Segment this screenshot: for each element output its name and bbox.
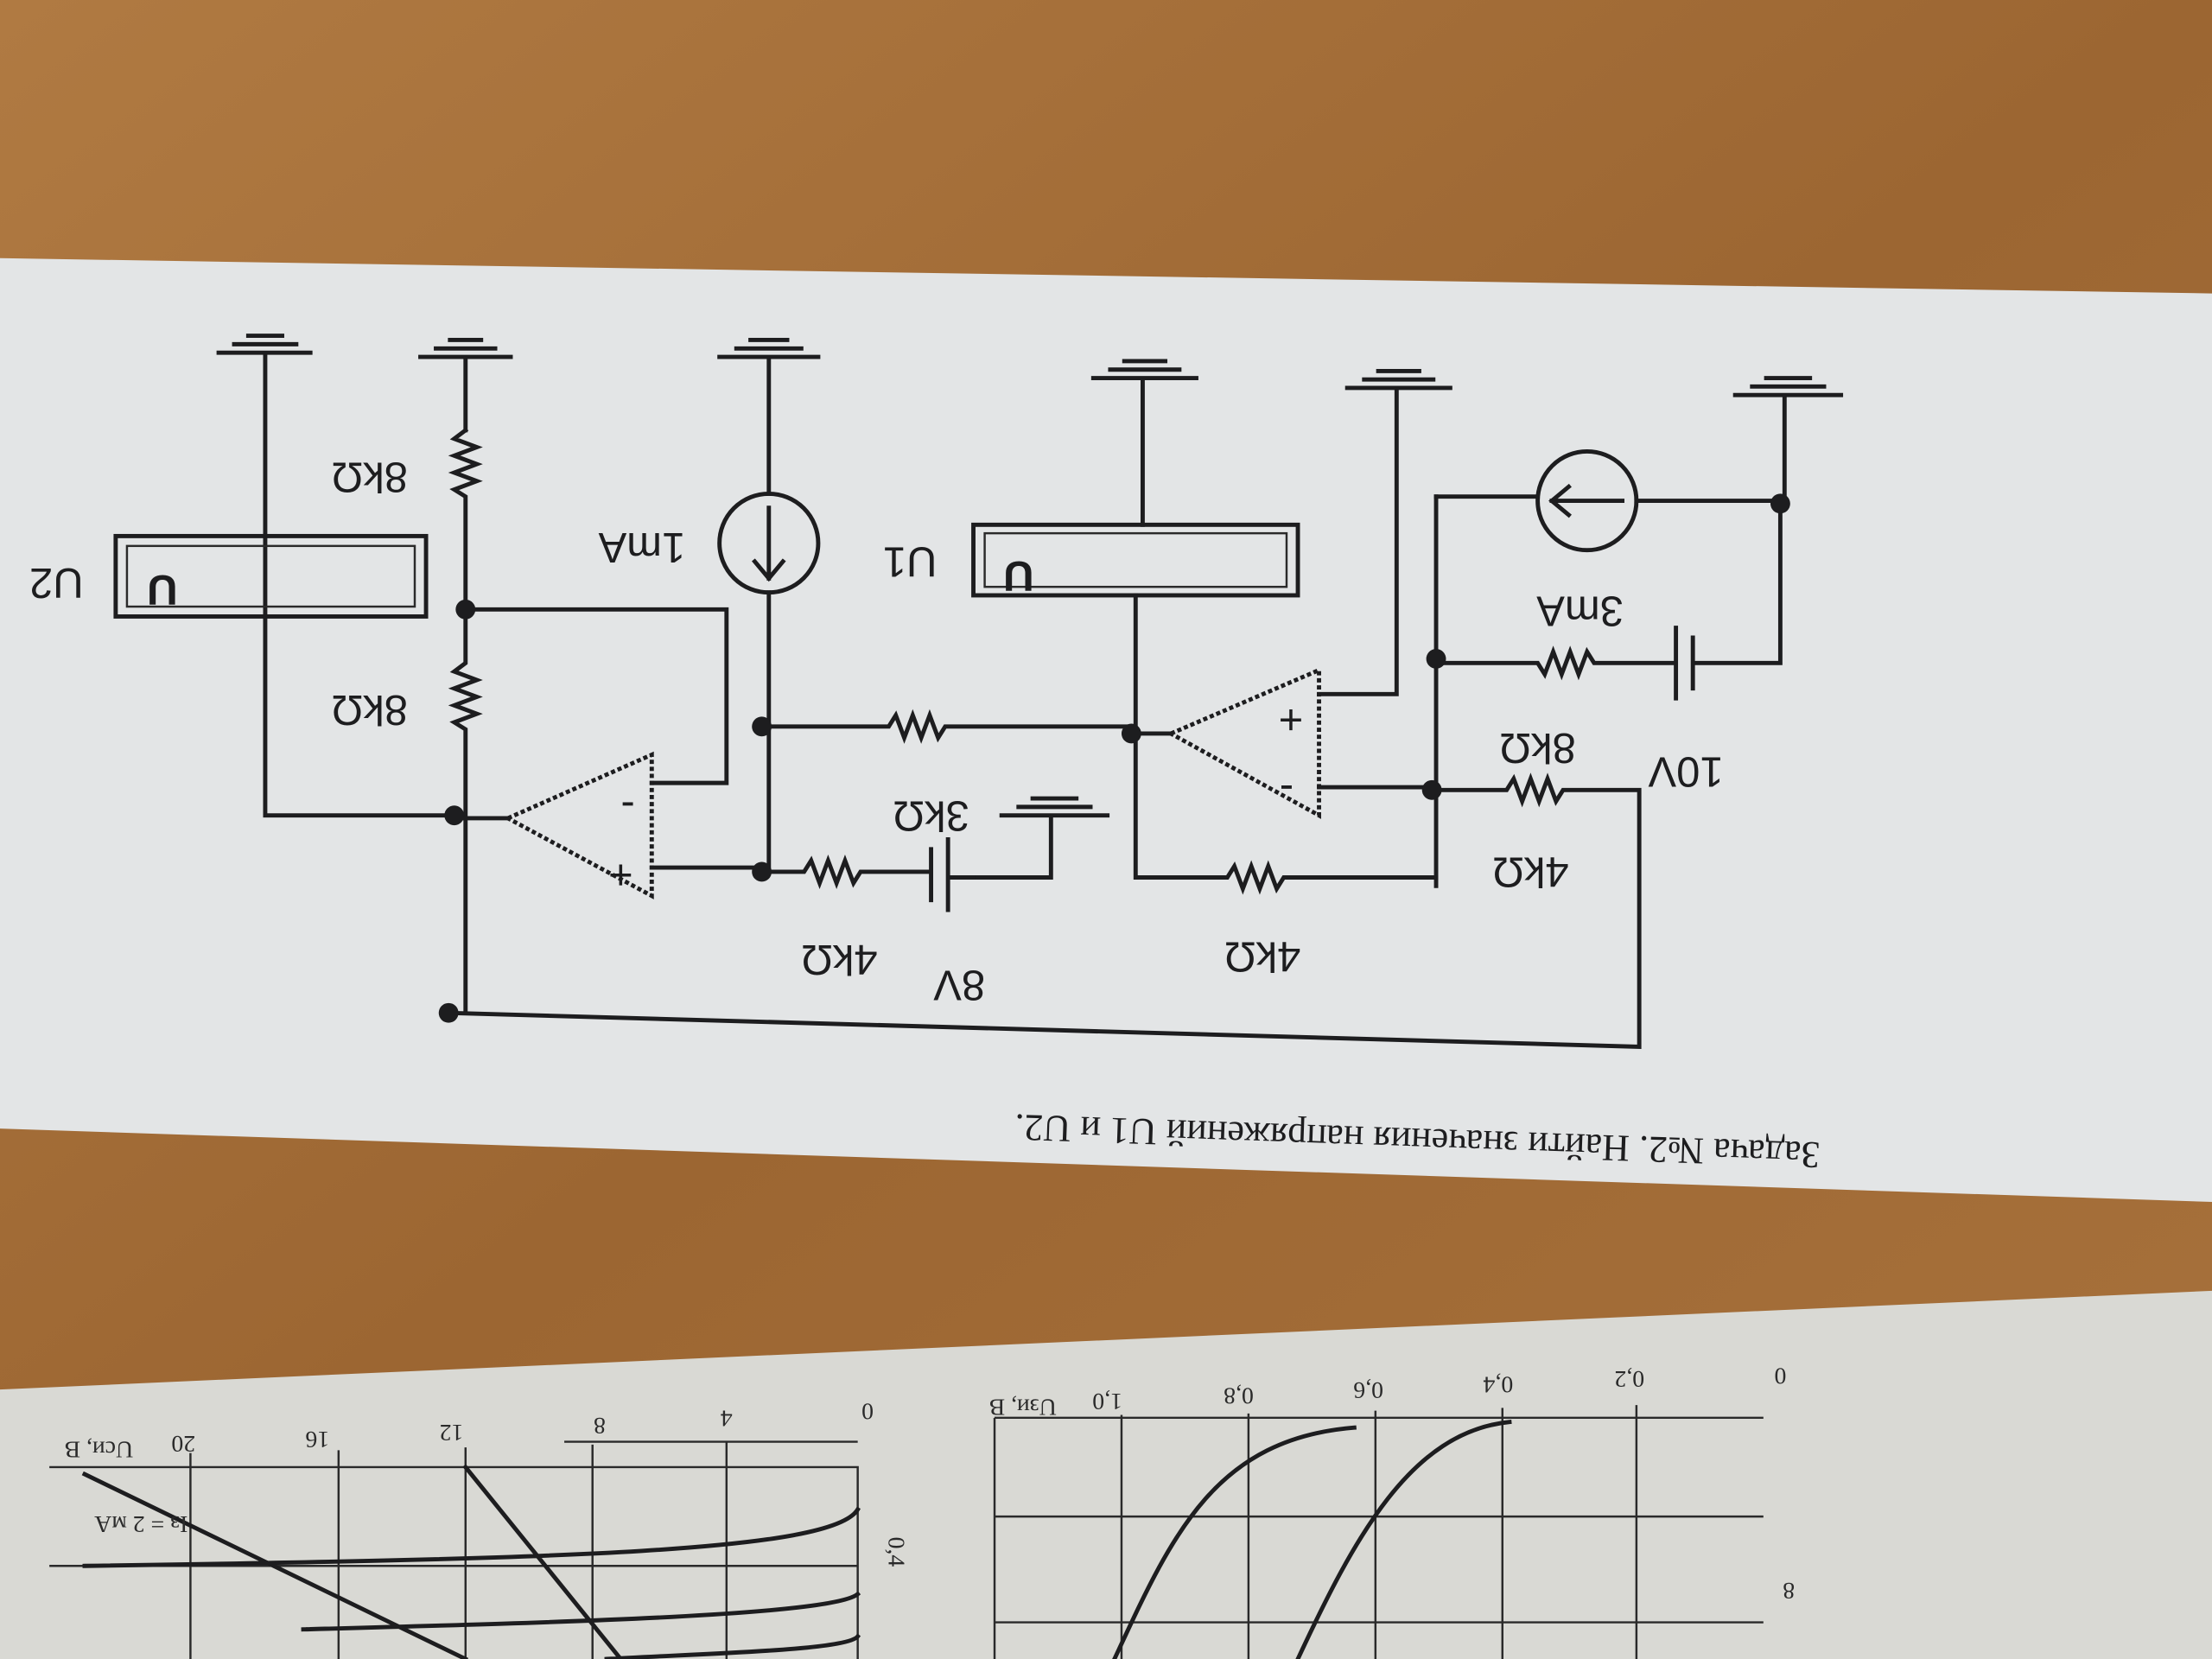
axis2-tick: 20 [171,1430,195,1457]
axis1-tick: 1,0 [1092,1388,1122,1414]
arrow-down-icon [752,505,786,582]
graph-fragment: 0 0,2 0,4 0,6 0,8 1,0 Uзи, B 0 4 8 12 16… [49,1363,1795,1659]
axis2-tick: 0 [861,1397,874,1424]
label-r-3k: 3kΩ [893,791,969,838]
opamp-1-plus: + [1279,696,1304,742]
opamp-1-minus: - [1280,766,1294,813]
axis2-tick: 16 [305,1426,329,1452]
label-8V: 8V [933,961,985,1007]
axis1-tick: 0,2 [1614,1365,1644,1392]
label-r-4k-left: 4kΩ [801,936,877,982]
arrow-left-icon [1548,483,1624,518]
junction-dots [438,493,1790,1023]
paper-sheet [0,257,2212,1203]
axis1-tick: 0,8 [1224,1382,1254,1409]
opamp-1 [1166,666,1321,819]
opamp-2-minus: - [620,784,634,830]
label-10V: 10V [1648,748,1723,795]
axis2-tick: 8 [594,1412,606,1439]
y-tick-left: 0,4 [883,1537,910,1567]
label-r-top-left: 8kΩ [332,454,408,500]
axis2-tick: 4 [721,1405,733,1432]
axis1-tick: 0,4 [1483,1370,1513,1397]
curve-label: Iз = 2 мА [94,1510,188,1537]
opamp-2 [503,751,654,899]
current-source-3mA [1535,449,1639,553]
label-3mA: 3mA [1536,588,1624,634]
meter-u2-symbol: U [147,566,177,613]
current-source-1mA [717,491,821,595]
label-r-4k-mid: 4kΩ [1224,933,1300,980]
axis1-tick: 0 [1774,1363,1786,1389]
circuit-diagram: 8kΩ 8kΩ 1mA U1 U U2 U 3mA 10V 8kΩ 3kΩ 4k… [29,334,1844,1049]
axis1-label: Uзи, B [989,1394,1057,1421]
axis2-label: Uси, B [64,1436,133,1463]
label-u2: U2 [29,559,84,606]
label-1mA: 1mA [598,524,685,570]
label-r-8k-right: 8kΩ [1499,724,1575,771]
y-tick-right: 8 [1783,1577,1795,1604]
axis1-tick: 0,6 [1353,1376,1383,1403]
meter-u1-symbol: U [1003,552,1033,599]
voltmeter-u2 [113,533,429,619]
opamp-2-plus: + [608,851,633,898]
label-r-4k-right: 4kΩ [1492,849,1568,895]
label-r-mid-left: 8kΩ [332,686,408,733]
label-u1: U1 [883,537,938,584]
axis2-tick: 12 [440,1419,464,1446]
ground-icon [216,334,1844,880]
